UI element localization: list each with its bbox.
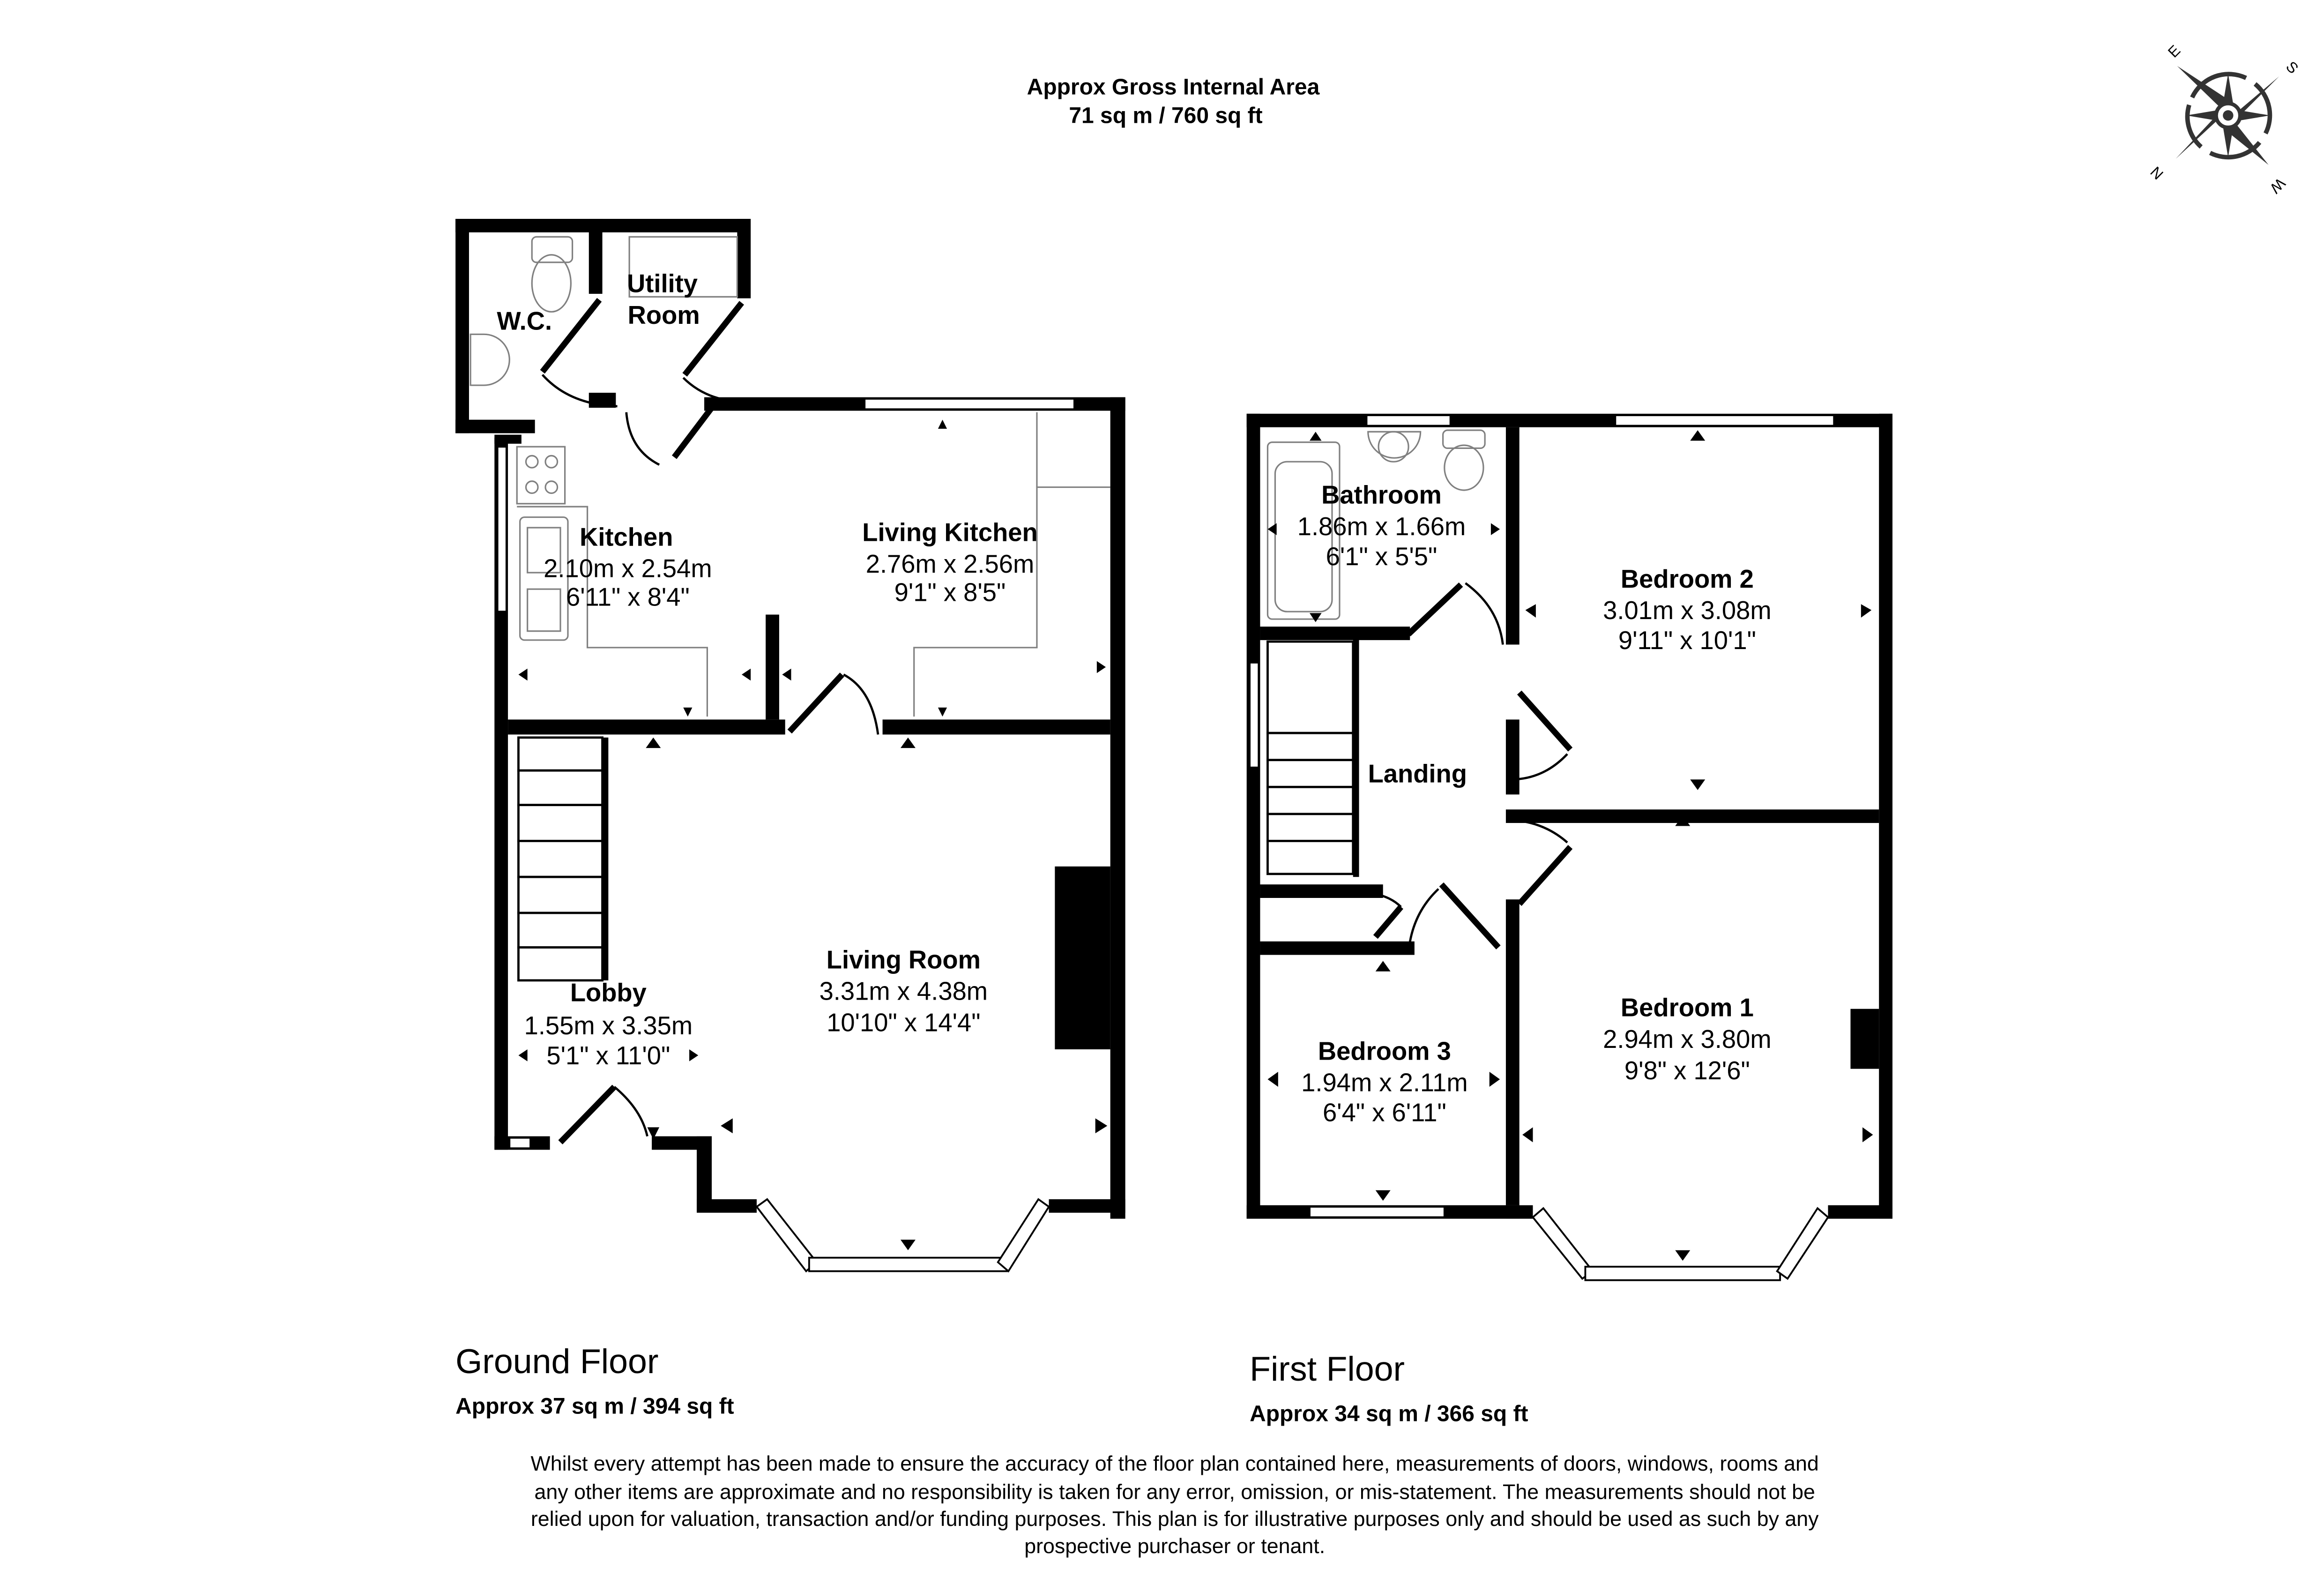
wc-toilet-icon <box>531 236 574 313</box>
room-imperial: 5'1" x 11'0" <box>546 1041 670 1070</box>
wc-basin-icon <box>469 333 510 386</box>
disclaimer-line-1: Whilst every attempt has been made to en… <box>531 1452 1819 1475</box>
room-name: Kitchen <box>580 523 673 551</box>
first-floor-label: First Floor <box>1250 1349 1405 1388</box>
sink-icon <box>519 516 569 641</box>
room-imperial: 6'11" x 8'4" <box>566 583 690 611</box>
bath-icon <box>1266 441 1341 620</box>
room-name: Bedroom 3 <box>1318 1037 1451 1065</box>
room-lobby: Lobby 1.55m x 3.35m 5'1" x 11'0" <box>524 979 693 1070</box>
room-imperial: 6'4" x 6'11" <box>1323 1099 1446 1127</box>
ground-floor-area: Approx 37 sq m / 394 sq ft <box>455 1394 734 1419</box>
room-bedroom-1: Bedroom 1 2.94m x 3.80m 9'8" x 12'6" <box>1603 994 1772 1085</box>
compass-e: E <box>2165 42 2184 61</box>
room-bathroom: Bathroom 1.86m x 1.66m 6'1" x 5'5" <box>1297 481 1466 571</box>
hob-icon <box>516 446 566 505</box>
first-floor-caption: First Floor Approx 34 sq m / 366 sq ft <box>1250 1349 1528 1426</box>
room-name-2: Room <box>628 301 700 329</box>
header: Approx Gross Internal Area 71 sq m / 760… <box>1027 75 1320 128</box>
room-wc: W.C. <box>497 307 552 336</box>
room-name: Bedroom 2 <box>1621 565 1754 593</box>
gross-area-title: Approx Gross Internal Area <box>1027 75 1320 100</box>
room-living-kitchen: Living Kitchen 2.76m x 2.56m 9'1" x 8'5" <box>862 518 1037 607</box>
room-landing: Landing <box>1368 760 1467 788</box>
compass-rose-icon: E S N W <box>2147 42 2302 197</box>
staircase <box>1266 640 1355 875</box>
room-imperial: 6'1" x 5'5" <box>1326 542 1438 571</box>
room-kitchen: Kitchen 2.10m x 2.54m 6'11" x 8'4" <box>544 523 712 611</box>
gross-area-value: 71 sq m / 760 sq ft <box>1069 103 1262 128</box>
room-metric: 2.94m x 3.80m <box>1603 1025 1772 1054</box>
ground-floor-plan: W.C. Utility Room Kitchen 2.10m x 2.54m … <box>455 219 1125 1273</box>
bathroom-basin-icon <box>1367 431 1422 463</box>
room-imperial: 10'10" x 14'4" <box>827 1009 980 1037</box>
room-metric: 1.94m x 2.11m <box>1301 1069 1467 1097</box>
disclaimer-line-3: relied upon for valuation, transaction a… <box>531 1507 1819 1531</box>
room-name: Bedroom 1 <box>1621 994 1754 1022</box>
room-name: Landing <box>1368 760 1467 788</box>
room-name: W.C. <box>497 307 552 336</box>
disclaimer-line-4: prospective purchaser or tenant. <box>1024 1534 1325 1558</box>
room-name: Bathroom <box>1321 481 1442 509</box>
room-bedroom-2: Bedroom 2 3.01m x 3.08m 9'11" x 10'1" <box>1603 565 1772 655</box>
room-name: Living Kitchen <box>862 518 1037 547</box>
room-metric: 3.01m x 3.08m <box>1603 596 1772 625</box>
ground-floor-caption: Ground Floor Approx 37 sq m / 394 sq ft <box>455 1342 734 1419</box>
room-utility: Utility Room <box>627 269 700 329</box>
room-bedroom-3: Bedroom 3 1.94m x 2.11m 6'4" x 6'11" <box>1301 1037 1467 1127</box>
compass-n: N <box>2147 163 2167 183</box>
room-imperial: 9'11" x 10'1" <box>1618 626 1756 655</box>
bathroom-toilet-icon <box>1442 429 1486 491</box>
room-metric: 1.86m x 1.66m <box>1297 512 1466 541</box>
disclaimer-line-2: any other items are approximate and no r… <box>534 1480 1815 1504</box>
room-name: Lobby <box>570 979 647 1007</box>
room-name: Utility <box>627 269 698 298</box>
first-floor-plan: Bathroom 1.86m x 1.66m 6'1" x 5'5" Bedro… <box>1246 413 1892 1281</box>
room-living-room: Living Room 3.31m x 4.38m 10'10" x 14'4" <box>819 945 988 1037</box>
disclaimer: Whilst every attempt has been made to en… <box>531 1452 1819 1558</box>
room-metric: 2.76m x 2.56m <box>866 550 1035 578</box>
first-floor-area: Approx 34 sq m / 366 sq ft <box>1250 1401 1528 1426</box>
room-metric: 2.10m x 2.54m <box>544 554 712 583</box>
room-metric: 3.31m x 4.38m <box>819 977 988 1006</box>
ground-floor-label: Ground Floor <box>455 1342 658 1381</box>
compass-w: W <box>2266 175 2288 197</box>
compass-s: S <box>2283 58 2302 77</box>
room-imperial: 9'1" x 8'5" <box>894 578 1006 607</box>
room-name: Living Room <box>827 945 981 974</box>
staircase <box>517 736 609 982</box>
room-imperial: 9'8" x 12'6" <box>1624 1056 1750 1085</box>
room-metric: 1.55m x 3.35m <box>524 1011 693 1040</box>
